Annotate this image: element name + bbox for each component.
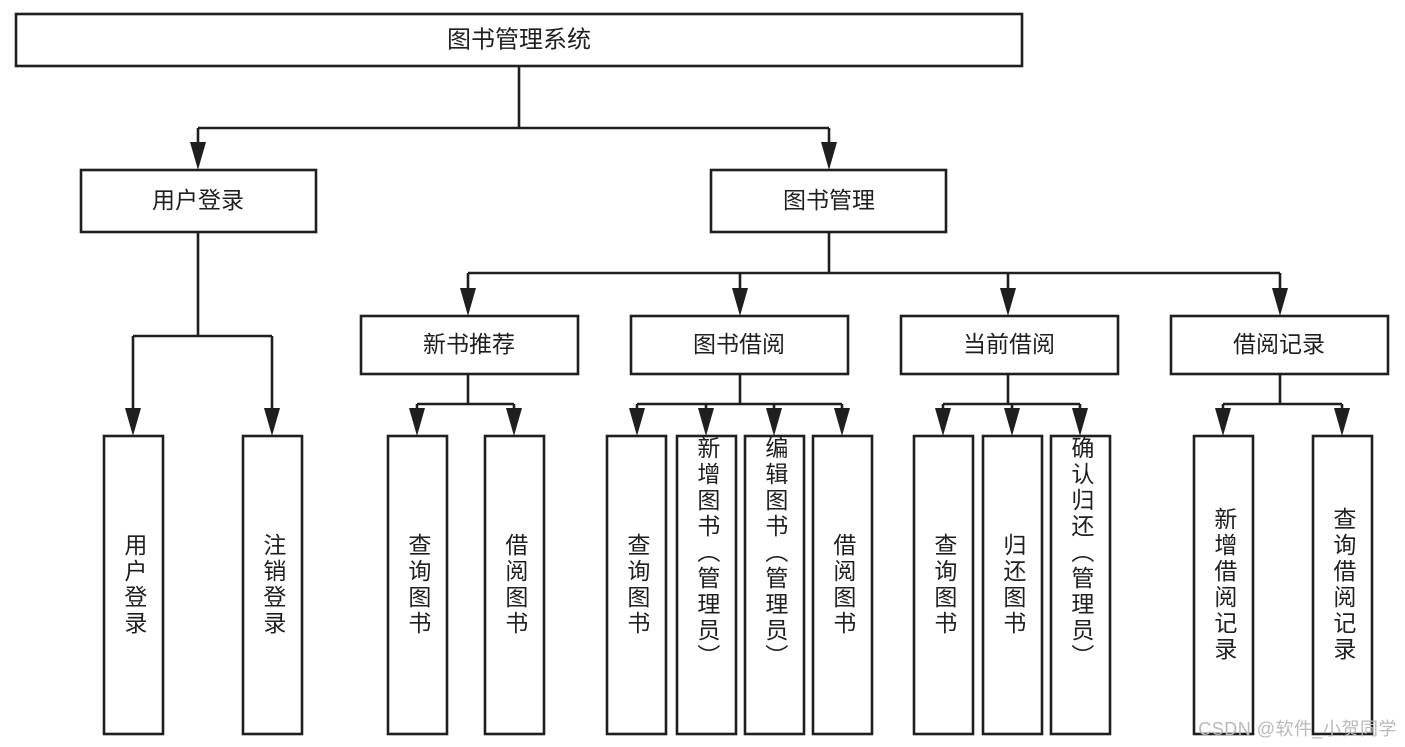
- node-user-login-label: 用户登录: [152, 187, 244, 213]
- leaf-box-borrow-edit-book[interactable]: [743, 434, 806, 736]
- leaf-box-current-confirm-return[interactable]: [1049, 434, 1112, 736]
- node-book-management-label: 图书管理: [783, 187, 875, 213]
- leaf-box-newbook-query-book[interactable]: [386, 434, 449, 736]
- arrow-head-borrow-record: [1272, 288, 1288, 316]
- connector-bookmanage-to-level3: [460, 232, 1288, 316]
- connector-userlogin-to-leaves: [125, 232, 280, 436]
- arrow-head-bookborrow-leaf-2: [698, 408, 714, 436]
- connector-newbook-to-leaves: [409, 374, 522, 436]
- node-user-login[interactable]: 用户登录: [79, 168, 318, 234]
- arrow-head-borrowrecord-leaf-1: [1215, 408, 1231, 436]
- leaf-box-user-login[interactable]: [102, 434, 165, 736]
- node-current-borrow[interactable]: 当前借阅: [899, 314, 1120, 376]
- leaf-box-borrow-add-book[interactable]: [675, 434, 738, 736]
- arrow-head-currentborrow-leaf-3: [1072, 408, 1088, 436]
- arrow-head-bookborrow-leaf-4: [834, 408, 850, 436]
- leaf-box-current-query-book[interactable]: [912, 434, 975, 736]
- arrow-head-book-borrow: [732, 288, 748, 316]
- node-current-borrow-box[interactable]: [899, 314, 1120, 376]
- arrow-head-leaf-logout: [264, 408, 280, 436]
- arrow-head-current-borrow: [1000, 288, 1016, 316]
- arrow-head-newbook-leaf-2: [506, 408, 522, 436]
- arrow-head-leaf-user-login: [125, 408, 141, 436]
- node-borrow-record[interactable]: 借阅记录: [1169, 314, 1390, 376]
- arrow-head-new-book-recommend: [460, 288, 476, 316]
- arrow-head-currentborrow-leaf-2: [1004, 408, 1020, 436]
- leaf-box-newbook-borrow-book[interactable]: [483, 434, 546, 736]
- node-borrow-record-label: 借阅记录: [1233, 331, 1325, 357]
- arrow-head-bookborrow-leaf-3: [766, 408, 782, 436]
- node-root-label: 图书管理系统: [447, 26, 591, 53]
- leaf-box-borrow-query-book[interactable]: [605, 434, 668, 736]
- arrow-head-currentborrow-leaf-1: [935, 408, 951, 436]
- node-book-borrow[interactable]: 图书借阅: [629, 314, 850, 376]
- node-book-management[interactable]: 图书管理: [709, 168, 948, 234]
- node-user-login-box[interactable]: [79, 168, 318, 234]
- arrow-head-bookborrow-leaf-1: [629, 408, 645, 436]
- node-borrow-record-box[interactable]: [1169, 314, 1390, 376]
- arrow-head-book-manage: [821, 142, 837, 170]
- connector-root-to-level2: [190, 66, 837, 170]
- leaf-box-logout[interactable]: [241, 434, 304, 736]
- node-new-book-recommend[interactable]: 新书推荐: [359, 314, 580, 376]
- node-new-book-recommend-box[interactable]: [359, 314, 580, 376]
- node-book-borrow-label: 图书借阅: [693, 331, 785, 357]
- node-root-box[interactable]: [14, 12, 1024, 68]
- leaf-box-record-add[interactable]: [1192, 434, 1255, 736]
- leaf-box-record-query[interactable]: [1311, 434, 1374, 736]
- node-root-book-management-system[interactable]: 图书管理系统: [14, 12, 1024, 68]
- node-new-book-recommend-label: 新书推荐: [423, 331, 515, 357]
- connector-borrowrecord-to-leaves: [1215, 374, 1350, 436]
- node-book-borrow-box[interactable]: [629, 314, 850, 376]
- connector-currentborrow-to-leaves: [935, 374, 1088, 436]
- leaf-box-borrow-borrow-book[interactable]: [811, 434, 874, 736]
- watermark-text: CSDN @软件_小贺同学: [1198, 719, 1397, 739]
- arrow-head-newbook-leaf-1: [409, 408, 425, 436]
- connector-bookborrow-to-leaves: [629, 374, 850, 436]
- node-book-management-box[interactable]: [709, 168, 948, 234]
- leaf-box-current-return-book[interactable]: [981, 434, 1044, 736]
- node-current-borrow-label: 当前借阅: [963, 331, 1055, 357]
- arrow-head-borrowrecord-leaf-2: [1334, 408, 1350, 436]
- arrow-head-user-login: [190, 142, 206, 170]
